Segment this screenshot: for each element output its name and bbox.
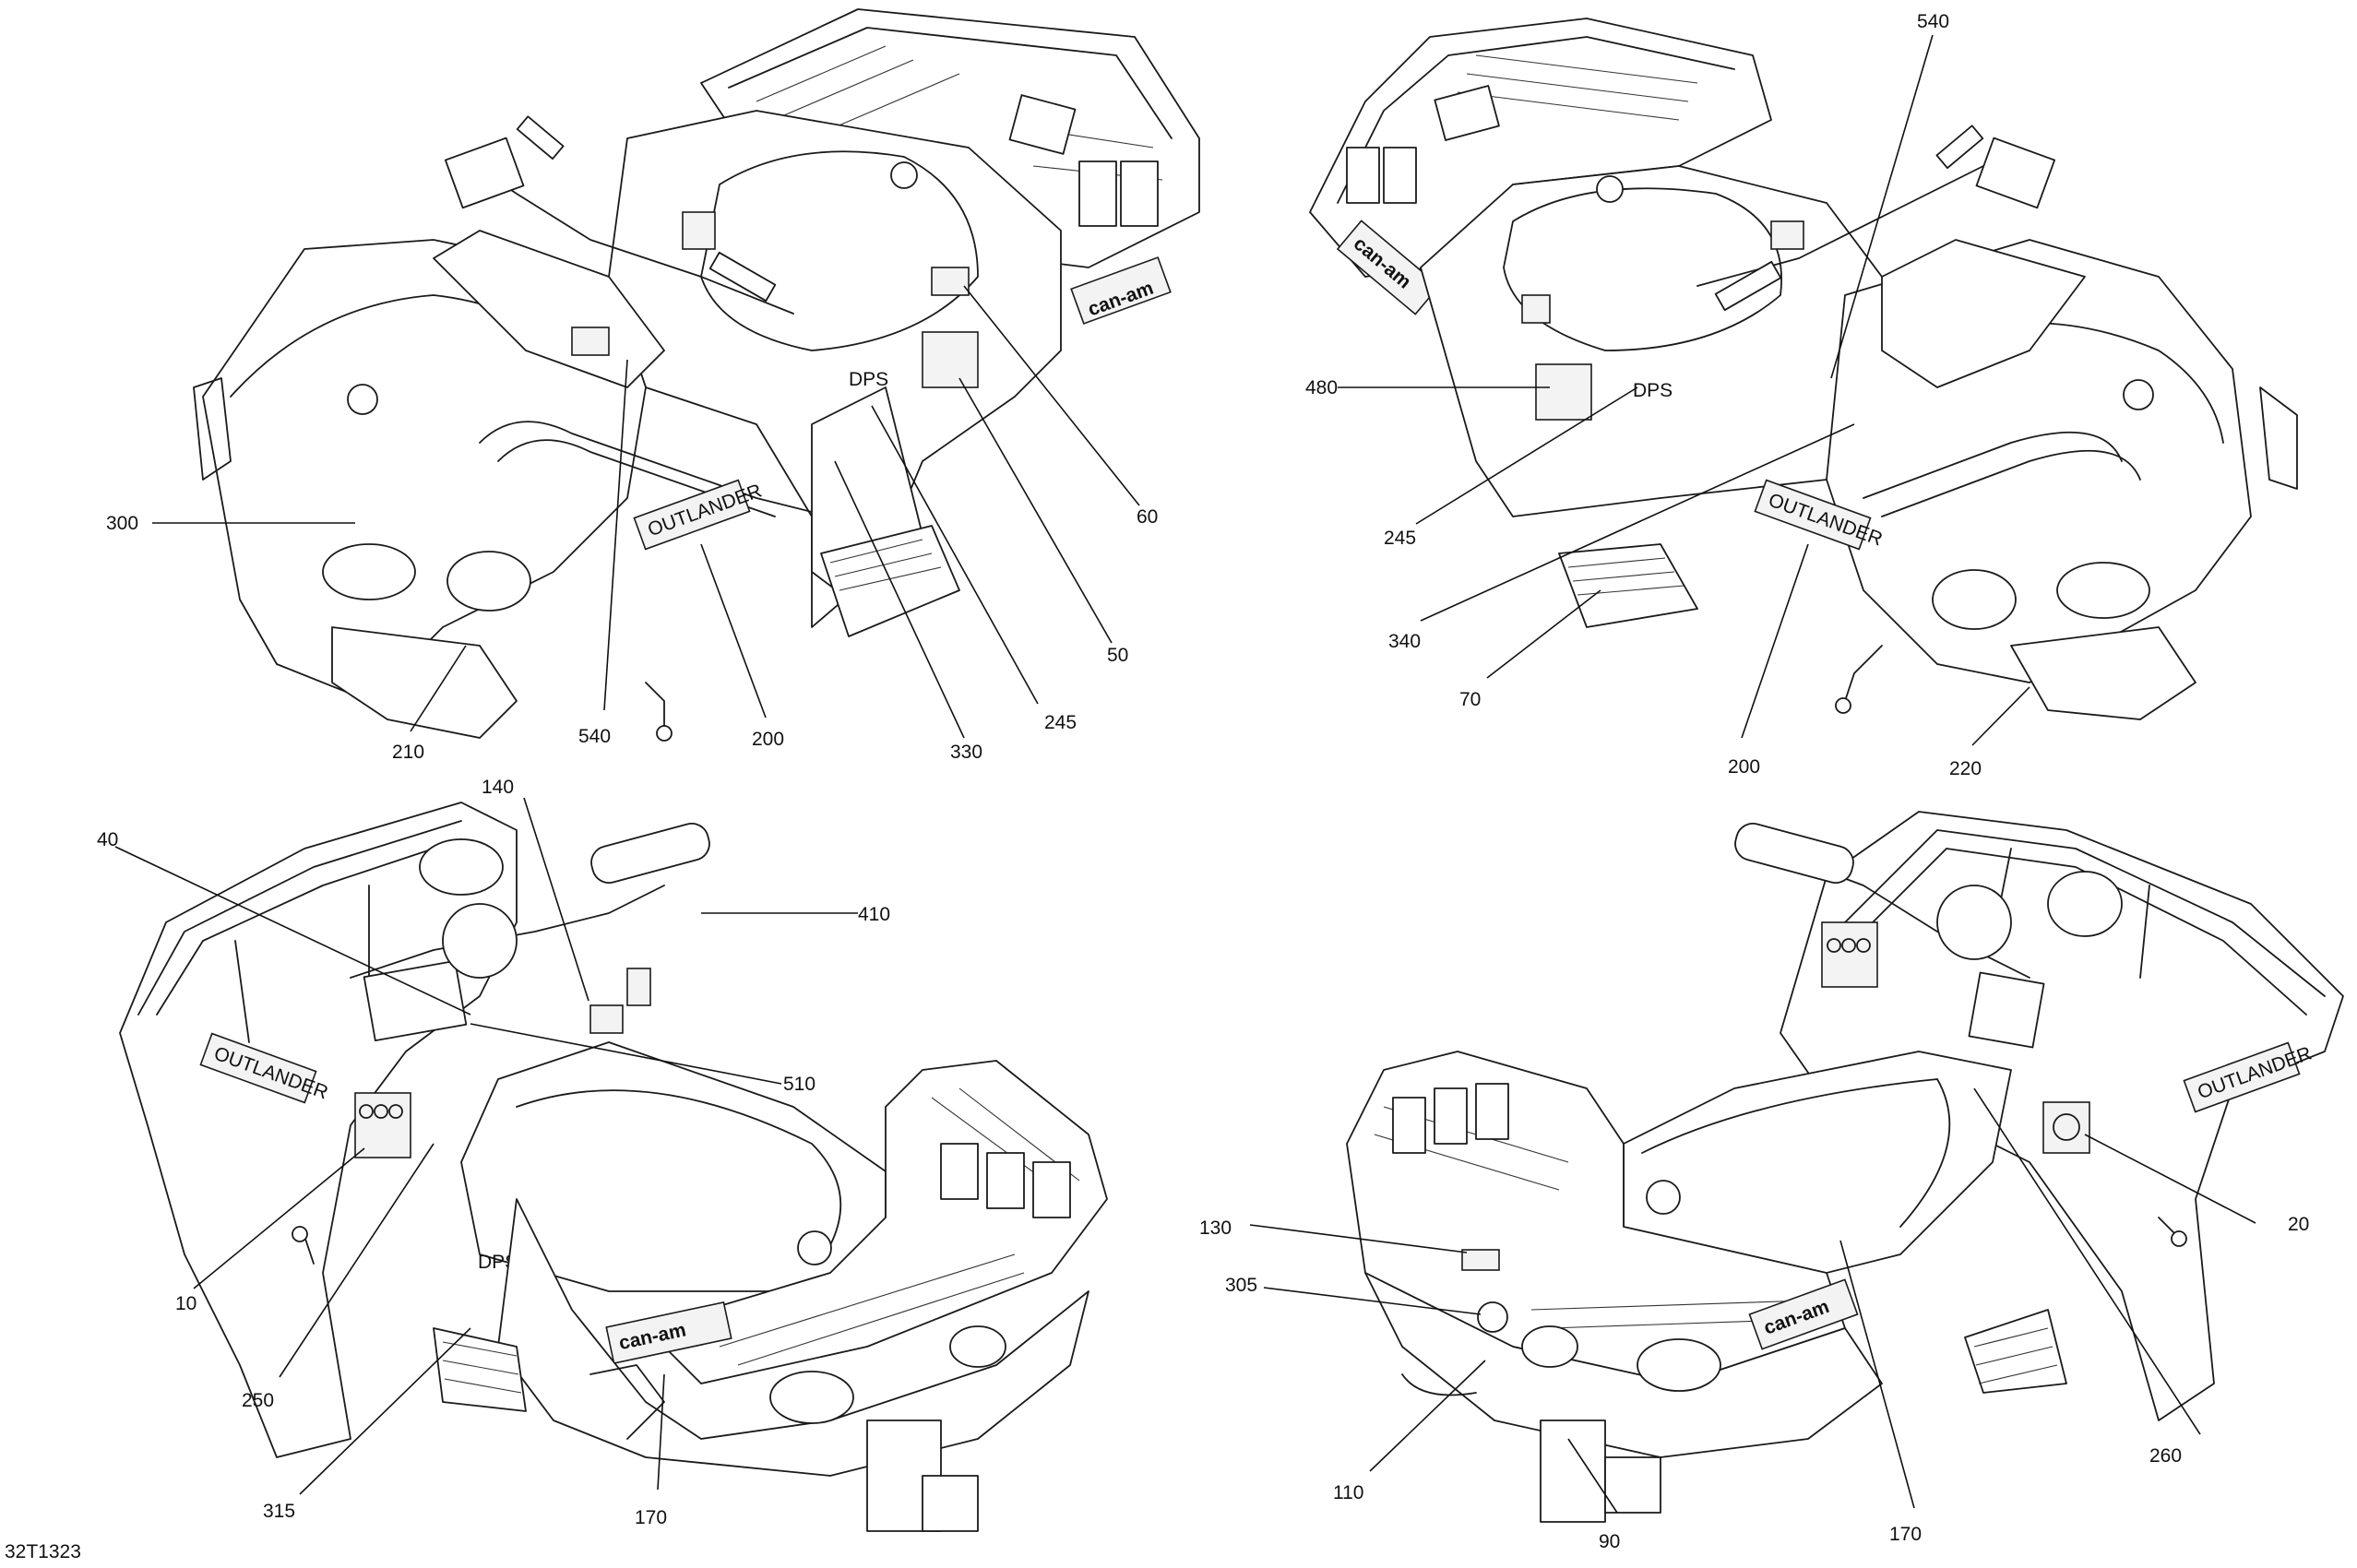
side-panel-decal — [922, 331, 979, 388]
callout-110: 110 — [1333, 1482, 1363, 1503]
callout-10: 10 — [175, 1293, 196, 1314]
side-panel-decal-3 — [354, 1092, 411, 1158]
leader-40 — [114, 846, 471, 1016]
leader-90 — [1567, 1438, 1618, 1514]
leader-540-b — [1830, 34, 1934, 379]
seat-decal — [682, 211, 716, 250]
leader-540 — [603, 359, 628, 711]
callouts-front-right: 540 480 245 340 70 200 220 — [1305, 11, 2030, 779]
callout-330: 330 — [950, 742, 982, 763]
console-decal-2 — [626, 968, 651, 1006]
leader-60 — [963, 285, 1140, 506]
view-front-left: can-am DPS OUTLA — [106, 8, 1200, 763]
callout-90: 90 — [1599, 1531, 1620, 1552]
leader-200-b — [1741, 543, 1809, 739]
callout-540: 540 — [578, 726, 611, 747]
view-front-right: can-am DPS — [1305, 11, 2298, 779]
leader-330 — [834, 460, 965, 739]
side-small-decal — [931, 267, 970, 296]
leader-340 — [1420, 423, 1855, 622]
hood-emblem — [347, 384, 378, 415]
callout-130: 130 — [1199, 1218, 1232, 1239]
callout-20: 20 — [2288, 1214, 2309, 1235]
leader-220 — [1971, 686, 2030, 746]
rear-round-decal — [1477, 1301, 1508, 1333]
side-small-decal-2 — [1521, 294, 1551, 324]
leader-140 — [523, 797, 589, 1002]
callout-60: 60 — [1137, 506, 1158, 528]
callouts-front-left: 300 210 540 200 330 245 50 60 — [106, 285, 1158, 763]
callout-170: 170 — [635, 1507, 667, 1528]
leader-50 — [958, 377, 1113, 644]
fender-decal-rear: can-am — [1070, 256, 1172, 325]
leader-510 — [470, 1023, 782, 1085]
callout-300: 300 — [106, 513, 138, 534]
callout-220: 220 — [1949, 758, 1982, 779]
callout-305: 305 — [1225, 1275, 1257, 1296]
callout-200: 200 — [752, 729, 784, 750]
dps-decal-text-2: DPS — [1633, 380, 1673, 401]
leader-20 — [2084, 1134, 2256, 1224]
callout-480: 480 — [1305, 377, 1338, 398]
side-panel-decal-2 — [1535, 363, 1592, 421]
dps-decal-text: DPS — [849, 369, 888, 390]
leader-70 — [1486, 589, 1601, 679]
leader-110 — [1369, 1360, 1486, 1472]
callouts-rear-left: 140 40 410 510 10 250 315 170 — [97, 777, 890, 1528]
callout-200-b: 200 — [1728, 756, 1760, 778]
view-rear-right: OUTLANDER can-am — [1199, 811, 2344, 1552]
callout-245: 245 — [1044, 712, 1077, 733]
console-decal — [589, 1004, 624, 1034]
reference-code: 32T1323 — [5, 1541, 81, 1562]
callout-510: 510 — [783, 1074, 815, 1095]
leader-170 — [657, 1373, 665, 1491]
vehicle-rear-left: OUTLANDER can-am — [119, 802, 1108, 1532]
callouts-rear-right: 130 305 20 260 110 90 170 — [1199, 1087, 2309, 1552]
leader-260 — [1973, 1087, 2201, 1435]
callout-210: 210 — [392, 742, 424, 763]
fender-round-decal — [2042, 1101, 2090, 1154]
callout-250: 250 — [242, 1390, 274, 1411]
callout-40: 40 — [97, 829, 118, 850]
leader-245 — [871, 405, 1039, 705]
leader-10 — [193, 1147, 365, 1289]
leader-130 — [1249, 1224, 1468, 1253]
callout-410: 410 — [858, 904, 890, 925]
leader-170-b — [1839, 1240, 1915, 1509]
dash-decal — [571, 327, 610, 356]
hood-emblem-2 — [2123, 379, 2154, 410]
vehicle-front-left: can-am DPS OUTLA — [193, 8, 1200, 742]
leader-210 — [410, 645, 467, 732]
rack-decal — [1461, 1249, 1500, 1271]
callout-315: 315 — [263, 1501, 295, 1522]
leader-200 — [700, 543, 767, 719]
callout-245-b: 245 — [1384, 528, 1416, 549]
fender-decal-rear-3: can-am — [605, 1301, 732, 1365]
callout-540-b: 540 — [1917, 11, 1949, 32]
vehicle-rear-right: OUTLANDER can-am — [1346, 811, 2344, 1523]
view-rear-left: OUTLANDER can-am — [97, 777, 1108, 1532]
callout-170-b: 170 — [1889, 1524, 1922, 1545]
callout-140: 140 — [482, 777, 514, 798]
callout-340: 340 — [1388, 631, 1421, 652]
callout-260: 260 — [2149, 1445, 2182, 1467]
callout-50: 50 — [1107, 645, 1128, 666]
leader-245-b — [1415, 386, 1638, 525]
leader-315 — [299, 1327, 471, 1495]
vehicle-front-right: can-am DPS — [1309, 18, 2298, 720]
callout-70: 70 — [1459, 689, 1481, 710]
side-panel-decal-4 — [1821, 921, 1878, 988]
leader-305 — [1263, 1287, 1482, 1315]
seat-decal-2 — [1770, 220, 1804, 250]
leader-250 — [279, 1143, 434, 1378]
